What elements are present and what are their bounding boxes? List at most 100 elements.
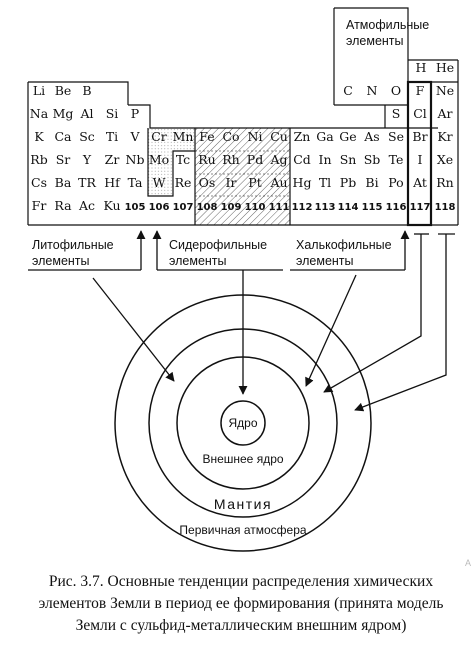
element-cell-116: 116 [386, 202, 407, 213]
element-cell-c: C [343, 83, 353, 98]
element-cell-cs: Cs [31, 175, 47, 190]
element-cell-al: Al [79, 106, 93, 121]
element-cell-cr: Cr [151, 129, 167, 144]
element-cell-cd: Cd [293, 152, 311, 167]
caption-line-3: Земли с сульфид-металлическим внешним яд… [76, 617, 407, 634]
element-cell-f: F [416, 83, 425, 98]
element-cell-117: 117 [410, 202, 431, 213]
primary-atmosphere-circle [114, 294, 372, 552]
element-cell-111: 111 [269, 202, 290, 213]
caption-line-2: элементов Земли в период ее формирования… [39, 595, 444, 612]
element-cell-as: As [363, 129, 379, 144]
figure-caption: Рис. 3.7. Основные тенденции распределен… [39, 573, 444, 634]
element-cell-rb: Rb [30, 152, 47, 167]
element-cell-pt: Pt [248, 175, 261, 190]
element-cell-hf: Hf [104, 175, 121, 190]
element-cell-113: 113 [315, 202, 336, 213]
element-cell-li: Li [33, 83, 45, 98]
element-cell-106: 106 [149, 202, 170, 213]
element-cell-ba: Ba [55, 175, 72, 190]
element-cell-ac: Ac [78, 198, 95, 213]
element-cell-k: K [34, 129, 44, 144]
atmophile-label: Атмофильные элементы [346, 18, 429, 48]
element-cell-pb: Pb [340, 175, 356, 190]
lithophile-label-line1: Литофильные [32, 238, 114, 252]
element-cell-s: S [392, 106, 401, 121]
element-cell-i: I [418, 152, 423, 167]
element-cell-be: Be [55, 83, 72, 98]
lithophile-label-line2: элементы [32, 254, 90, 268]
chalcophile-label: Халькофильные элементы [296, 238, 392, 268]
element-cell-cu: Cu [270, 129, 288, 144]
element-cell-ni: Ni [248, 129, 263, 144]
lithophile-arrow [92, 277, 175, 382]
element-cell-si: Si [106, 106, 119, 121]
element-cell-107: 107 [173, 202, 194, 213]
element-cell-w: W [153, 175, 166, 190]
element-cell-rn: Rn [436, 175, 453, 190]
siderophile-label-line2: элементы [169, 254, 227, 268]
element-cell-o: O [391, 83, 401, 98]
element-cell-ta: Ta [128, 175, 143, 190]
element-cell-sb: Sb [364, 152, 381, 167]
element-cell-y: Y [82, 152, 92, 167]
caption-line-1: Рис. 3.7. Основные тенденции распределен… [49, 573, 433, 590]
element-cell-114: 114 [338, 202, 359, 213]
element-cell-ru: Ru [198, 152, 215, 167]
element-cell-ga: Ga [316, 129, 334, 144]
element-cell-sr: Sr [56, 152, 71, 167]
element-cell-he: He [436, 60, 454, 75]
element-cell-mn: Mn [173, 129, 194, 144]
element-cell-xe: Xe [437, 152, 453, 167]
element-cell-109: 109 [221, 202, 242, 213]
element-cell-rh: Rh [222, 152, 239, 167]
element-cell-v: V [129, 129, 140, 144]
outer-core-circle [176, 356, 310, 490]
element-cell-au: Au [269, 175, 287, 190]
atmophile-label-line2: элементы [346, 34, 404, 48]
element-cell-mg: Mg [53, 106, 74, 121]
atmophile-label-line1: Атмофильные [346, 18, 429, 32]
element-cell-n: N [367, 83, 378, 98]
element-cell-fe: Fe [199, 129, 214, 144]
element-cell-p: P [131, 106, 139, 121]
periodic-table-grid [27, 7, 459, 227]
element-cell-cl: Cl [413, 106, 427, 121]
element-cell-tr: TR [78, 175, 96, 190]
siderophile-label: Сидерофильные элементы [169, 238, 267, 268]
element-cell-sc: Sc [79, 129, 95, 144]
element-cell-tc: Tc [176, 152, 190, 167]
element-cell-115: 115 [362, 202, 383, 213]
element-cell-108: 108 [197, 202, 218, 213]
chalcophile-label-line1: Халькофильные [296, 238, 392, 252]
element-cell-in: In [319, 152, 332, 167]
siderophile-label-line1: Сидерофильные [169, 238, 267, 252]
earth-layers [114, 294, 372, 552]
element-cell-ku: Ku [103, 198, 120, 213]
lithophile-label: Литофильные элементы [32, 238, 114, 268]
element-cell-fr: Fr [32, 198, 47, 213]
element-cell-mo: Mo [149, 152, 169, 167]
element-cell-na: Na [30, 106, 49, 121]
siderophile-shading [148, 128, 290, 225]
element-cell-co: Co [222, 129, 239, 144]
corner-mark: A [465, 558, 471, 568]
primary-atmosphere-label: Первичная атмосфера [179, 523, 306, 537]
element-cell-ra: Ra [54, 198, 72, 213]
element-cell-112: 112 [292, 202, 313, 213]
element-cell-nb: Nb [126, 152, 145, 167]
outer-core-label: Внешнее ядро [202, 452, 283, 466]
element-cell-os: Os [199, 175, 216, 190]
mantle-label: Мантия [214, 496, 272, 512]
chalcophile-label-line2: элементы [296, 254, 354, 268]
element-cell-re: Re [175, 175, 192, 190]
element-cell-pd: Pd [247, 152, 263, 167]
element-cell-ag: Ag [269, 152, 287, 167]
element-cell-at: At [412, 175, 427, 190]
element-cell-te: Te [389, 152, 404, 167]
element-cell-bi: Bi [365, 175, 378, 190]
element-cell-kr: Kr [437, 129, 452, 144]
element-cell-se: Se [388, 129, 404, 144]
